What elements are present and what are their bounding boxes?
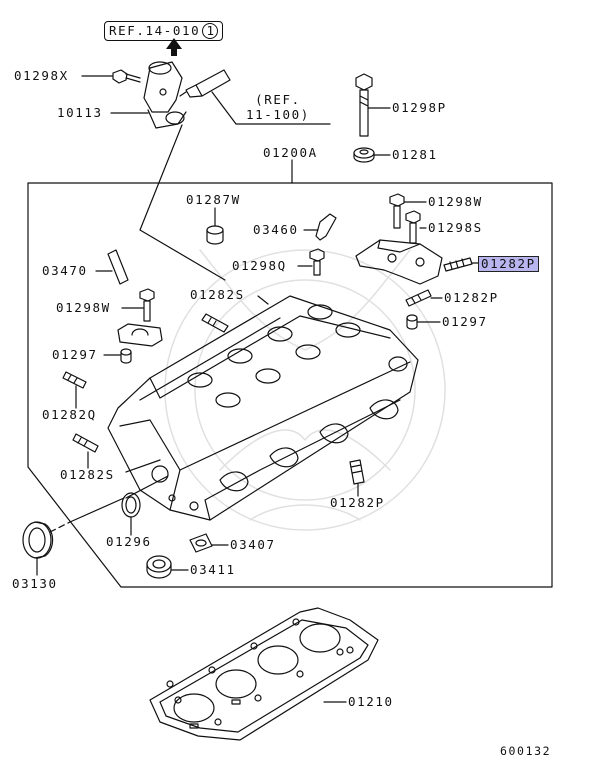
ref-11-100-note[interactable]: (REF. 11-100)	[246, 92, 310, 122]
stud-01282p-bottom-icon	[349, 459, 365, 485]
part-label-01298w-right[interactable]: 01298W	[428, 194, 483, 209]
watermark-emblem	[164, 249, 446, 531]
bolt-01298w-left-icon	[139, 288, 155, 322]
seal-03411-icon	[146, 555, 172, 579]
head-gasket	[149, 607, 379, 741]
part-label-01210[interactable]: 01210	[348, 694, 394, 709]
stud-01282q-icon	[62, 371, 87, 389]
assembly-frame	[27, 182, 553, 588]
part-label-03460[interactable]: 03460	[253, 222, 299, 237]
bolt-01298x-icon	[112, 69, 141, 84]
part-label-01298w-left[interactable]: 01298W	[56, 300, 111, 315]
bearing-cap-icon	[117, 323, 163, 347]
stud-01282s-left-icon	[72, 433, 99, 453]
part-label-01297-right[interactable]: 01297	[442, 314, 488, 329]
assembly-label[interactable]: 01200A	[263, 145, 318, 160]
ref-note-line1: (REF.	[255, 92, 301, 107]
sleeve-01297-right-icon	[406, 314, 418, 330]
part-label-01298q[interactable]: 01298Q	[232, 258, 287, 273]
cam-journals	[187, 304, 361, 408]
part-label-01298s-right[interactable]: 01298S	[428, 220, 483, 235]
tube-03470-icon	[107, 249, 129, 285]
part-label-01298x[interactable]: 01298X	[14, 68, 69, 83]
part-label-01282s-left[interactable]: 01282S	[60, 467, 115, 482]
stud-01282p-right-icon	[405, 289, 432, 307]
part-label-01282p-right[interactable]: 01282P	[444, 290, 499, 305]
leader-03130-dash	[49, 521, 71, 533]
leader-housing-to-head	[139, 124, 183, 231]
part-label-03411[interactable]: 03411	[190, 562, 236, 577]
part-label-10113[interactable]: 10113	[57, 105, 103, 120]
part-label-01282q[interactable]: 01282Q	[42, 407, 97, 422]
cap-01287w-icon	[206, 225, 224, 245]
bracket-icon	[355, 239, 443, 285]
leader-03130-line	[69, 497, 125, 523]
pin-03460-icon	[315, 213, 337, 241]
figure-number: 600132	[500, 744, 552, 758]
seal-01296-icon	[121, 492, 141, 518]
seal-03407-icon	[189, 533, 213, 553]
ref-14-010-text: REF.14-010	[109, 23, 201, 38]
part-label-03470[interactable]: 03470	[42, 263, 88, 278]
part-label-01298p[interactable]: 01298P	[392, 100, 447, 115]
part-label-01282s-top[interactable]: 01282S	[190, 287, 245, 302]
part-label-03130[interactable]: 03130	[12, 576, 58, 591]
washer-01281-icon	[353, 147, 375, 163]
ref-arrow-icon	[166, 38, 182, 56]
part-label-01281[interactable]: 01281	[392, 147, 438, 162]
leader-01282s-top	[257, 295, 269, 305]
cylinder-head	[107, 295, 419, 521]
part-label-01287w[interactable]: 01287W	[186, 192, 241, 207]
bolt-01298q-icon	[309, 248, 325, 276]
exhaust-ports	[219, 399, 399, 492]
part-label-01282p-highlighted[interactable]: 01282P	[478, 256, 539, 272]
part-label-01296[interactable]: 01296	[106, 534, 152, 549]
stud-01282p-icon	[443, 257, 473, 272]
oil-seal-03130-icon	[22, 521, 54, 559]
bolt-01298w-right-icon	[389, 193, 405, 229]
leader-01296-line	[125, 475, 169, 499]
part-label-03407[interactable]: 03407	[230, 537, 276, 552]
thermostat-housing	[143, 61, 187, 129]
sealant-tube-icon	[179, 69, 231, 98]
leader-ref-note	[211, 91, 331, 125]
leader-housing-to-head2	[139, 229, 226, 281]
sleeve-01297-left-icon	[120, 348, 132, 364]
part-label-01297-left[interactable]: 01297	[52, 347, 98, 362]
bolt-01298s-right-icon	[405, 210, 421, 244]
leader-01282s-left2	[125, 459, 161, 473]
stud-01282s-top-icon	[201, 313, 229, 333]
ref-note-line2: 11-100)	[246, 107, 310, 122]
ref-circle-number: 1	[202, 23, 219, 39]
bolt-01298p-icon	[355, 73, 373, 137]
part-label-01282p-bottom[interactable]: 01282P	[330, 495, 385, 510]
